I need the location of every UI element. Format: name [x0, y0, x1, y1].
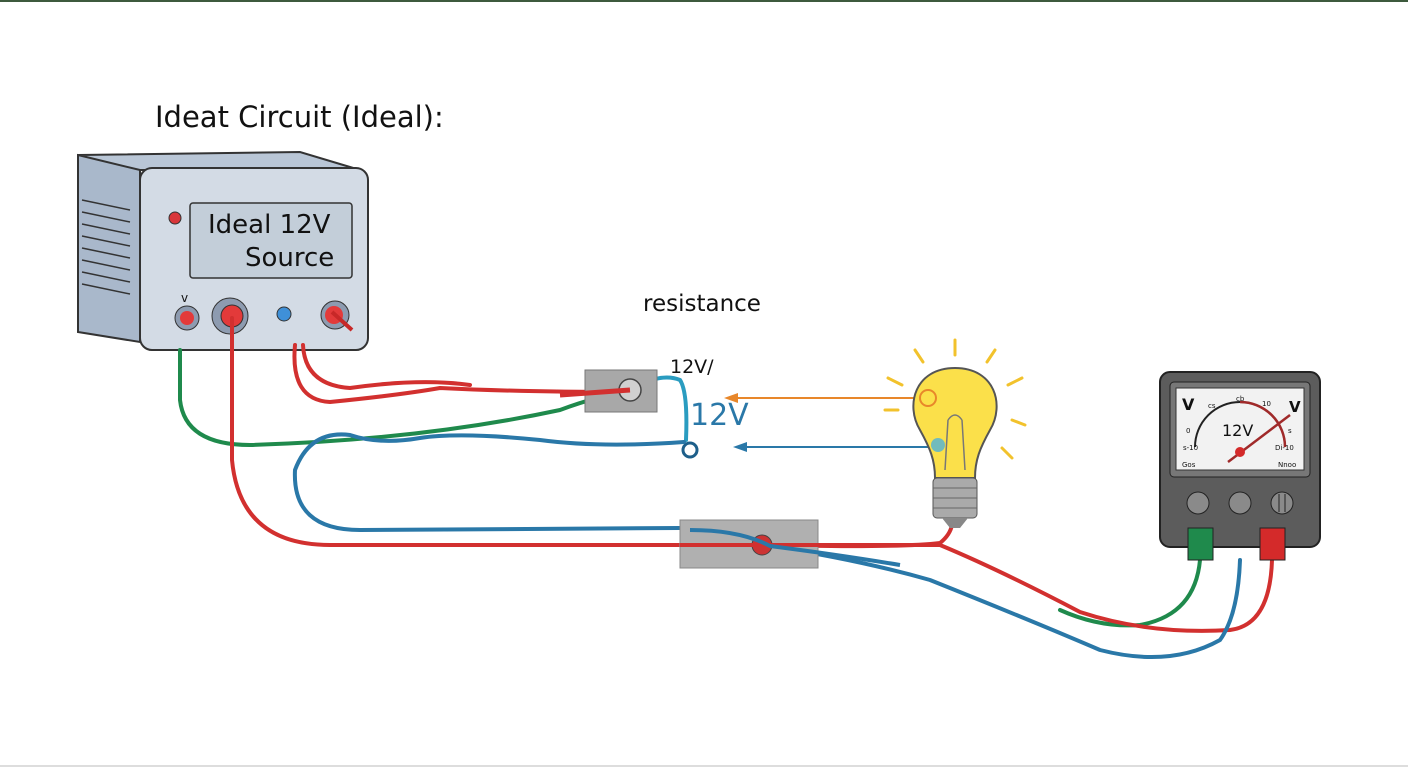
meter-left-unit: V [1182, 395, 1195, 414]
meter-footer-right: Nnoo [1278, 461, 1297, 469]
meter-footer-left: Gos [1182, 461, 1196, 469]
top-border [0, 0, 1408, 2]
bottom-border [0, 765, 1408, 767]
vent-slots [81, 199, 131, 295]
meter-reading: 12V [1222, 421, 1254, 440]
voltage-big-label: 12V [690, 398, 749, 433]
meter-scale-left-bottom: s-10 [1183, 444, 1199, 452]
terminal-knob [180, 311, 194, 325]
red-wire-resistor [292, 343, 627, 405]
resistance-label: resistance [643, 291, 761, 317]
red-wire-main [230, 316, 954, 549]
wires [178, 316, 1274, 660]
power-supply [77, 150, 369, 351]
source-display [189, 202, 353, 279]
dial-icon [330, 310, 354, 332]
red-terminal [1259, 527, 1286, 561]
meter-scale-left-top: cs [1208, 402, 1216, 410]
page-title: Ideat Circuit (Ideal): [155, 100, 444, 134]
light-bulb-icon [883, 338, 1027, 528]
current-arrows [724, 393, 930, 452]
green-wire-meter [1058, 558, 1202, 628]
meter-right-unit: V [1289, 398, 1301, 416]
blue-indicator [276, 306, 292, 322]
meter-scale-right-mid: s [1288, 427, 1292, 435]
knob-label: v [181, 291, 189, 305]
voltmeter [1159, 371, 1321, 561]
meter-scale-right-bottom: Di-10 [1275, 444, 1294, 452]
voltage-small-label: 12V/ [670, 356, 714, 378]
meter-scale-left-mid: 0 [1186, 427, 1191, 435]
source-label-line2: Source [245, 243, 335, 273]
meter-scale-top: cb [1236, 395, 1245, 403]
green-terminal [1187, 527, 1214, 561]
green-wire [178, 348, 632, 448]
meter-scale-right-top: 10 [1262, 400, 1271, 408]
power-led [168, 211, 182, 225]
source-label-line1: Ideal 12V [208, 210, 331, 240]
